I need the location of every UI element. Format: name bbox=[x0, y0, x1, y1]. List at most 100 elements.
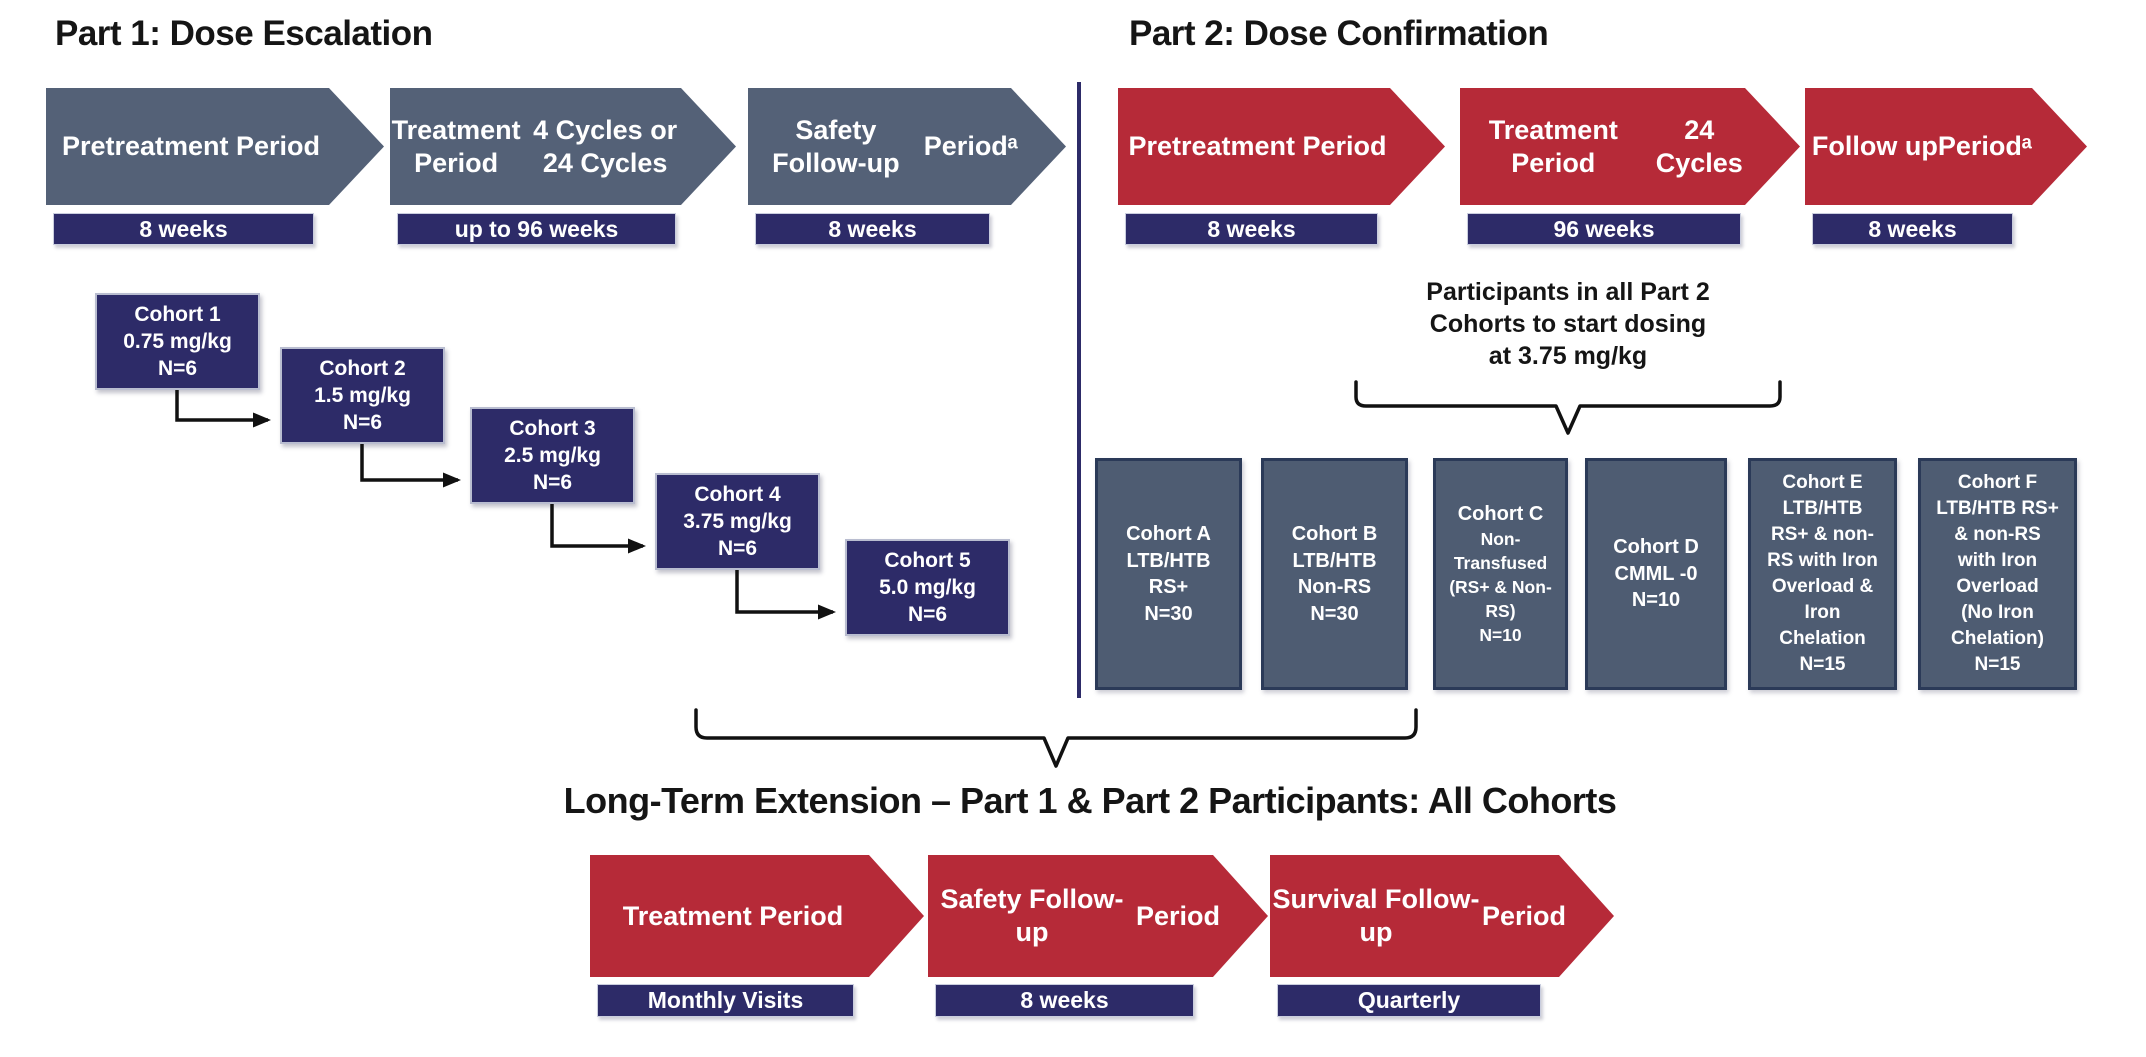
text-line: Follow up bbox=[1811, 131, 1938, 161]
text-line: 5.0 mg/kg bbox=[879, 576, 976, 599]
text-line: RS with Iron bbox=[1767, 550, 1878, 571]
part1-safety-followup-duration-bar: 8 weeks bbox=[755, 213, 990, 245]
text-line: N=6 bbox=[717, 537, 758, 560]
escalation-arrow-3-4 bbox=[550, 504, 646, 554]
text-line: Chelation) bbox=[1951, 628, 2044, 649]
part1-pretreatment-duration-bar: 8 weeks bbox=[53, 213, 314, 245]
text-line: LTB/HTB bbox=[1126, 549, 1211, 572]
text-line: & non-RS bbox=[1954, 524, 2041, 545]
part1-stage-safety-followup-arrow: Safety Follow-up Periodᵃ bbox=[748, 88, 1066, 205]
text-line: 3.75 mg/kg bbox=[683, 510, 792, 533]
escalation-arrow-4-5 bbox=[735, 570, 836, 620]
text-line: Periodᵃ bbox=[923, 131, 1018, 161]
text-line: with Iron bbox=[1957, 550, 2038, 571]
text-line: N=10 bbox=[1479, 625, 1522, 646]
text-line: Participants in all Part 2 bbox=[1426, 278, 1710, 306]
text-line: N=15 bbox=[1799, 654, 1846, 675]
text-line: RS) bbox=[1485, 601, 1516, 622]
part1-title: Part 1: Dose Escalation bbox=[55, 14, 433, 53]
text-line: RS+ bbox=[1148, 576, 1189, 598]
lte-survival-followup-duration-bar: Quarterly bbox=[1277, 984, 1541, 1017]
lte-safety-followup-duration-bar: 8 weeks bbox=[935, 984, 1194, 1017]
text-line: Periodᵃ bbox=[1937, 131, 2033, 161]
text-line: Non-RS bbox=[1297, 576, 1372, 598]
text-line: Transfused bbox=[1453, 553, 1548, 574]
text-line: Overload bbox=[1956, 576, 2039, 597]
text-line: Safety Follow-up bbox=[772, 114, 900, 178]
text-line: Survival Follow-up bbox=[1272, 884, 1480, 947]
long-term-extension-title: Long-Term Extension – Part 1 & Part 2 Pa… bbox=[563, 780, 1617, 821]
text-line: Iron bbox=[1804, 602, 1841, 623]
text-line: Cohort C bbox=[1457, 502, 1544, 525]
text-line: N=6 bbox=[532, 471, 573, 494]
lte-treatment-arrow: Treatment Period bbox=[590, 855, 924, 977]
cohort-c-box: Cohort C Non- Transfused (RS+ & Non- RS) N=10 bbox=[1433, 458, 1568, 690]
text-line: Cohort 5 bbox=[884, 549, 971, 572]
text-line: Overload & bbox=[1771, 576, 1874, 597]
cohort-d-box: Cohort D CMML -0 N=10 bbox=[1585, 458, 1727, 690]
text-line: Treatment Period bbox=[1488, 114, 1618, 178]
text-line: N=10 bbox=[1631, 589, 1681, 612]
part2-stage-pretreatment-arrow: Pretreatment Period bbox=[1118, 88, 1445, 205]
text-line: Cohorts to start dosing bbox=[1429, 310, 1707, 338]
text-line: 4 Cycles or 24 Cycles bbox=[533, 114, 678, 178]
part1-stage-pretreatment-arrow: Pretreatment Period bbox=[46, 88, 384, 205]
part2-pretreatment-duration-bar: 8 weeks bbox=[1125, 213, 1378, 245]
text-line: N=30 bbox=[1310, 602, 1359, 625]
text-line: Cohort 3 bbox=[509, 417, 596, 440]
text-line: 2.5 mg/kg bbox=[504, 444, 601, 467]
text-line: N=30 bbox=[1144, 602, 1193, 625]
text-line: N=6 bbox=[342, 411, 383, 434]
text-line: 24 Cycles bbox=[1655, 114, 1743, 178]
text-line: N=6 bbox=[157, 357, 198, 380]
escalation-arrow-1-2 bbox=[175, 390, 271, 428]
text-line: Cohort 1 bbox=[134, 303, 221, 326]
text-line: Cohort 2 bbox=[319, 357, 406, 380]
part-divider-line bbox=[1077, 82, 1081, 698]
text-line: CMML -0 bbox=[1614, 562, 1698, 585]
text-line: Period bbox=[1481, 900, 1566, 931]
part2-treatment-duration-bar: 96 weeks bbox=[1467, 213, 1741, 245]
text-line: 1.5 mg/kg bbox=[314, 384, 411, 407]
part1-treatment-duration-bar: up to 96 weeks bbox=[397, 213, 676, 245]
text-line: Pretreatment Period bbox=[61, 131, 321, 161]
text-line: Cohort D bbox=[1613, 536, 1699, 559]
part2-cohorts-brace bbox=[1354, 380, 1782, 435]
cohort-a-box: Cohort A LTB/HTB RS+ N=30 bbox=[1095, 458, 1242, 690]
text-line: Safety Follow-up bbox=[940, 884, 1124, 947]
text-line: LTB/HTB bbox=[1782, 498, 1863, 519]
text-line: LTB/HTB bbox=[1292, 549, 1377, 572]
text-line: (RS+ & Non- bbox=[1449, 577, 1552, 598]
text-line: Non- bbox=[1480, 529, 1521, 550]
lte-treatment-duration-bar: Monthly Visits bbox=[597, 984, 854, 1017]
part2-title: Part 2: Dose Confirmation bbox=[1129, 14, 1549, 53]
part2-dosing-note: Participants in all Part 2 Cohorts to sta… bbox=[1363, 276, 1773, 372]
text-line: RS+ & non- bbox=[1771, 524, 1874, 545]
lte-safety-followup-arrow: Safety Follow-up Period bbox=[928, 855, 1268, 977]
part2-stage-treatment-arrow: Treatment Period 24 Cycles bbox=[1460, 88, 1800, 205]
text-line: Cohort F bbox=[1957, 472, 2038, 493]
text-line: Cohort A bbox=[1126, 523, 1211, 545]
text-line: Cohort 4 bbox=[694, 483, 781, 506]
long-term-extension-brace bbox=[694, 708, 1418, 768]
text-line: Period bbox=[1135, 900, 1220, 931]
text-line: Treatment Period bbox=[391, 114, 521, 178]
text-line: (No Iron bbox=[1961, 602, 2034, 623]
part2-followup-duration-bar: 8 weeks bbox=[1812, 213, 2013, 245]
text-line: Cohort E bbox=[1782, 472, 1863, 493]
text-line: Chelation bbox=[1779, 628, 1866, 649]
text-line: 0.75 mg/kg bbox=[123, 330, 232, 353]
text-line: N=6 bbox=[907, 603, 948, 626]
